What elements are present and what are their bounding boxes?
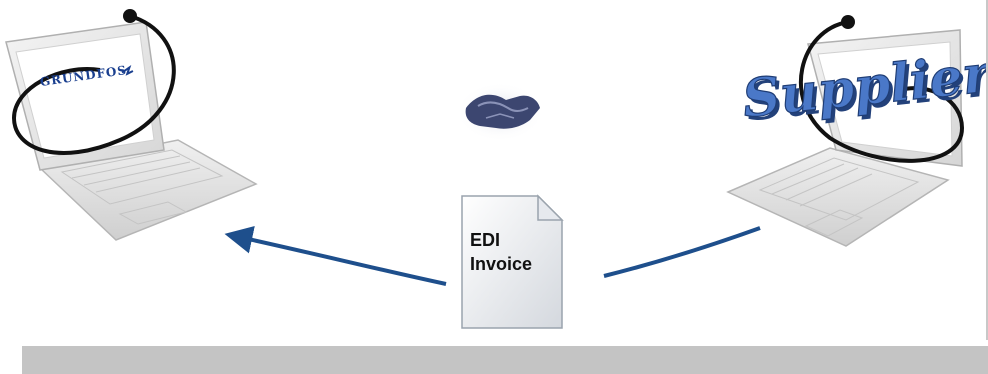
left-laptop xyxy=(5,9,258,241)
left-laptop-keyboard xyxy=(60,149,224,225)
handshake-icon xyxy=(456,82,544,142)
right-orbit-dot xyxy=(841,15,855,29)
left-laptop-screen xyxy=(15,33,155,159)
right-orbit-ring xyxy=(798,20,965,163)
right-laptop xyxy=(726,15,965,247)
right-laptop-keyboard xyxy=(758,157,920,237)
document-icon xyxy=(461,194,564,329)
arrow-from-supplier xyxy=(603,226,761,278)
frame-right-edge xyxy=(986,0,988,340)
right-laptop-screen xyxy=(817,41,953,157)
right-laptop-base xyxy=(726,147,950,247)
footer-bar xyxy=(22,346,988,374)
document-label-line2: Invoice xyxy=(470,254,533,274)
arrow-to-grundfos xyxy=(224,226,447,286)
document-label: EDI Invoice xyxy=(470,228,532,276)
left-orbit-dot xyxy=(123,9,137,23)
document-label-line1: EDI xyxy=(470,230,501,250)
left-orbit-ring xyxy=(11,14,176,155)
grundfos-logo-mark xyxy=(121,64,134,76)
